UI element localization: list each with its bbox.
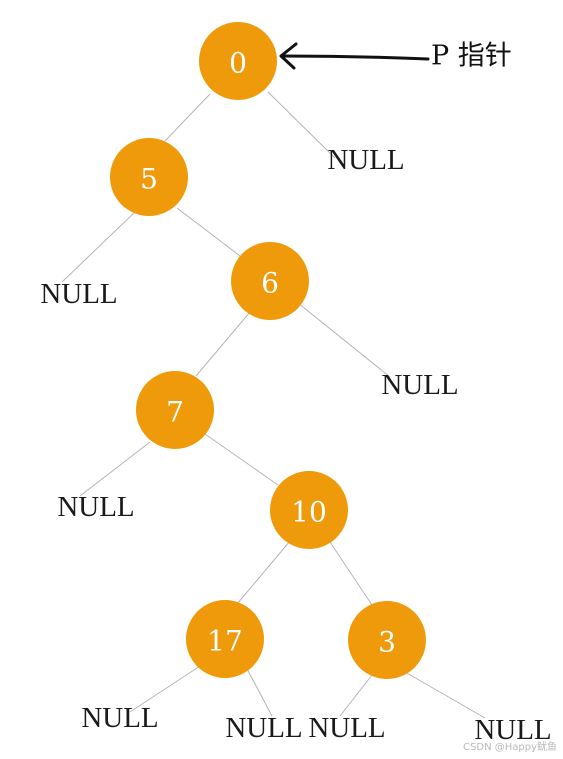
p-pointer: P 指针 (279, 41, 512, 72)
tree-node-7: 7 (136, 371, 214, 449)
node-label: 6 (261, 267, 279, 300)
node-circle (270, 471, 348, 549)
edge-17-null-left (129, 665, 201, 713)
edge-17-null-right (244, 664, 273, 717)
tree-node-6: 6 (231, 242, 309, 320)
tree-node-17: 17 (186, 600, 264, 678)
null-label: NULL (57, 491, 134, 523)
watermark: CSDN @Happy鱿鱼 (463, 742, 557, 753)
tree-node-3: 3 (348, 601, 426, 679)
edge-5-6 (176, 207, 241, 257)
tree-node-10: 10 (270, 471, 348, 549)
edge-0-null (267, 91, 336, 159)
tree-node-0: 0 (199, 22, 277, 100)
null-label: NULL (474, 714, 551, 746)
edge-3-null-right (404, 671, 486, 719)
node-circle (186, 600, 264, 678)
null-label: NULL (308, 712, 385, 744)
node-label: 3 (378, 626, 396, 659)
pointer-arrow-head (279, 42, 298, 70)
node-label: 5 (140, 163, 158, 196)
node-circle (348, 601, 426, 679)
node-circle (110, 138, 188, 216)
edge-7-null (79, 441, 151, 497)
edge-5-null (61, 211, 136, 283)
node-label: 0 (229, 47, 247, 80)
pointer-arrow-line (281, 54, 430, 61)
edge-7-10 (204, 433, 279, 486)
edge-3-null-left (339, 674, 373, 717)
edge-10-17 (236, 540, 291, 605)
null-label: NULL (327, 144, 404, 176)
null-label: NULL (381, 369, 458, 401)
edge-6-null (297, 302, 391, 378)
edge-6-7 (195, 311, 251, 377)
node-circle (231, 242, 309, 320)
tree-edges (61, 91, 486, 719)
node-label: 17 (207, 625, 243, 658)
null-label: NULL (40, 278, 117, 310)
edge-0-5 (164, 93, 211, 142)
node-label: 7 (166, 396, 184, 429)
tree-node-5: 5 (110, 138, 188, 216)
null-leaves: NULL NULL NULL NULL NULL NULL NULL NULL (40, 144, 551, 746)
node-circle (199, 22, 277, 100)
node-circle (136, 371, 214, 449)
edge-10-3 (329, 541, 373, 606)
null-label: NULL (225, 712, 302, 744)
null-label: NULL (81, 702, 158, 734)
pointer-label: P 指针 (431, 41, 512, 72)
node-label: 10 (291, 496, 327, 529)
